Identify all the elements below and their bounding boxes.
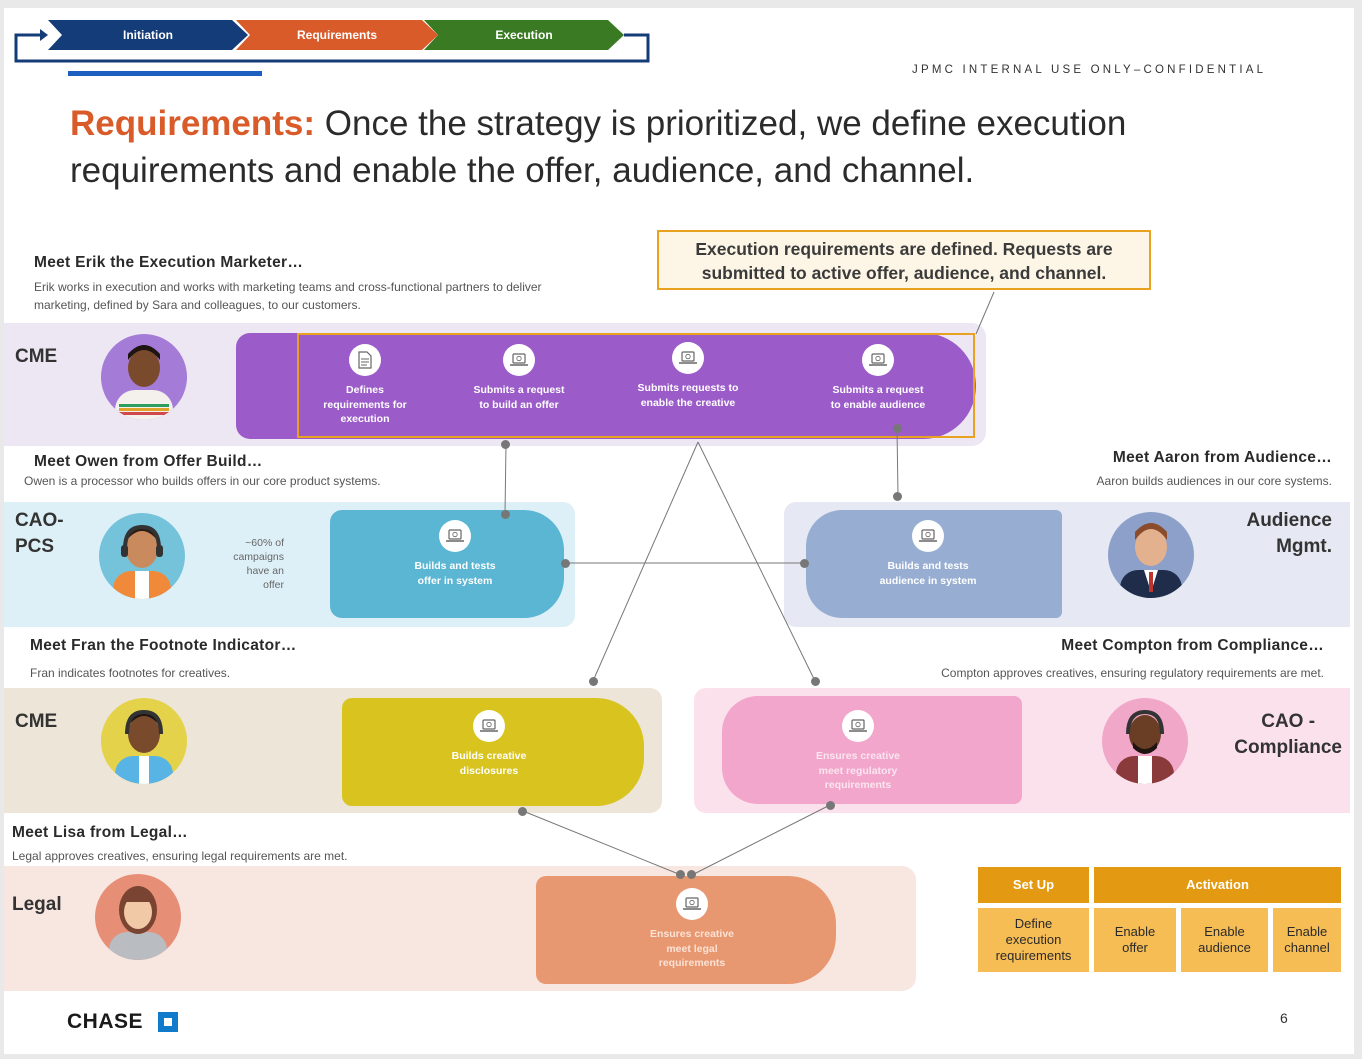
connector-dot <box>893 424 902 433</box>
connector-dot <box>589 677 598 686</box>
compton-title: Meet Compton from Compliance… <box>1061 637 1324 654</box>
connector-dot <box>561 559 570 568</box>
legend-setup-header: Set Up <box>978 867 1089 903</box>
slide: Initiation Requirements Execution JPMC I… <box>4 8 1354 1054</box>
connector-lines <box>504 291 995 876</box>
chase-octagon-icon <box>158 1012 178 1032</box>
lisa-title: Meet Lisa from Legal… <box>12 824 188 841</box>
regulatory-shape <box>722 696 1022 804</box>
lane-label-cme-bottom: CME <box>15 711 58 732</box>
phase-bracket <box>14 29 650 76</box>
laptop-icon <box>503 344 535 376</box>
title-highlight: Requirements: <box>70 104 316 143</box>
connector-dot <box>518 807 527 816</box>
step-legal: Ensures creative meet legal requirements <box>632 888 752 971</box>
aaron-desc: Aaron builds audiences in our core syste… <box>1096 474 1332 488</box>
phase-requirements: Requirements <box>236 20 438 50</box>
avatar-erik <box>101 334 187 420</box>
step-label: Submits requests to enable the creative <box>637 382 739 409</box>
owen-title: Meet Owen from Offer Build… <box>34 453 263 470</box>
legend-enable-offer: Enable offer <box>1094 908 1176 972</box>
phase-execution: Execution <box>424 20 624 50</box>
legend-define-requirements: Define execution requirements <box>978 908 1089 972</box>
lane-label-legal: Legal <box>12 894 62 915</box>
lane-label-cme-top: CME <box>15 346 58 367</box>
laptop-icon <box>912 520 944 552</box>
laptop-icon <box>676 888 708 920</box>
fran-desc: Fran indicates footnotes for creatives. <box>30 666 231 680</box>
callout-box: Execution requirements are defined. Requ… <box>657 230 1151 290</box>
step-build-disclosures: Builds creative disclosures <box>434 710 544 778</box>
connector-dot <box>800 559 809 568</box>
requirements-highlight-box <box>297 333 975 438</box>
connector-dot <box>501 510 510 519</box>
compton-desc: Compton approves creatives, ensuring reg… <box>941 666 1324 680</box>
laptop-icon <box>672 342 704 374</box>
avatar-aaron <box>1108 512 1194 598</box>
lane-label-cao-pcs: CAO- PCS <box>15 510 64 557</box>
offer-share-note: ~60% of campaigns have an offer <box>233 537 284 591</box>
step-submit-creative: Submits requests to enable the creative <box>628 342 748 410</box>
erik-desc: Erik works in execution and works with m… <box>34 280 542 312</box>
avatar-compton <box>1102 698 1188 784</box>
legend-enable-channel: Enable channel <box>1273 908 1341 972</box>
connector-dot <box>501 440 510 449</box>
step-label: Defines requirements for execution <box>323 384 407 425</box>
lisa-desc: Legal approves creatives, ensuring legal… <box>12 849 348 863</box>
chase-logo-text: CHASE <box>67 1010 144 1033</box>
connector-dot <box>687 870 696 879</box>
avatar-fran <box>101 698 187 784</box>
step-regulatory: Ensures creative meet regulatory require… <box>798 710 918 793</box>
fran-title: Meet Fran the Footnote Indicator… <box>30 637 297 654</box>
connector-dot <box>811 677 820 686</box>
lane-label-audience: Audience Mgmt. <box>1246 510 1332 557</box>
phase-initiation: Initiation <box>48 20 248 50</box>
connector-dot <box>676 870 685 879</box>
laptop-icon <box>439 520 471 552</box>
step-submit-offer: Submits a request to build an offer <box>464 344 574 412</box>
owen-desc: Owen is a processor who builds offers in… <box>24 474 381 488</box>
avatar-lisa <box>95 874 181 960</box>
erik-title: Meet Erik the Execution Marketer… <box>34 254 304 271</box>
connector-dot <box>893 492 902 501</box>
lane-label-cao-compliance: CAO - Compliance <box>1234 711 1342 758</box>
step-build-offer: Builds and tests offer in system <box>400 520 510 588</box>
step-label: Submits a request to enable audience <box>830 384 926 411</box>
step-label: Builds and tests audience in system <box>879 560 977 587</box>
laptop-icon <box>862 344 894 376</box>
step-label: Ensures creative meet regulatory require… <box>815 750 901 791</box>
step-defines-requirements: Defines requirements for execution <box>310 344 420 427</box>
aaron-title: Meet Aaron from Audience… <box>1112 449 1332 466</box>
step-label: Builds creative disclosures <box>451 750 527 777</box>
confidential-label: JPMC INTERNAL USE ONLY–CONFIDENTIAL <box>912 64 1267 76</box>
step-label: Builds and tests offer in system <box>414 560 496 587</box>
step-label: Ensures creative meet legal requirements <box>649 928 735 969</box>
step-build-audience: Builds and tests audience in system <box>868 520 988 588</box>
step-submit-audience: Submits a request to enable audience <box>818 344 938 412</box>
connector-dot <box>826 801 835 810</box>
document-icon <box>349 344 381 376</box>
legend-enable-audience: Enable audience <box>1181 908 1268 972</box>
legend-activation-header: Activation <box>1094 867 1341 903</box>
page-number: 6 <box>1280 1010 1288 1026</box>
step-label: Submits a request to build an offer <box>473 384 565 411</box>
laptop-icon <box>842 710 874 742</box>
page-title: Requirements: Once the strategy is prior… <box>70 100 1200 194</box>
avatar-owen <box>99 513 185 599</box>
laptop-icon <box>473 710 505 742</box>
title-text: Once the strategy is prioritized, we def… <box>70 104 1127 190</box>
